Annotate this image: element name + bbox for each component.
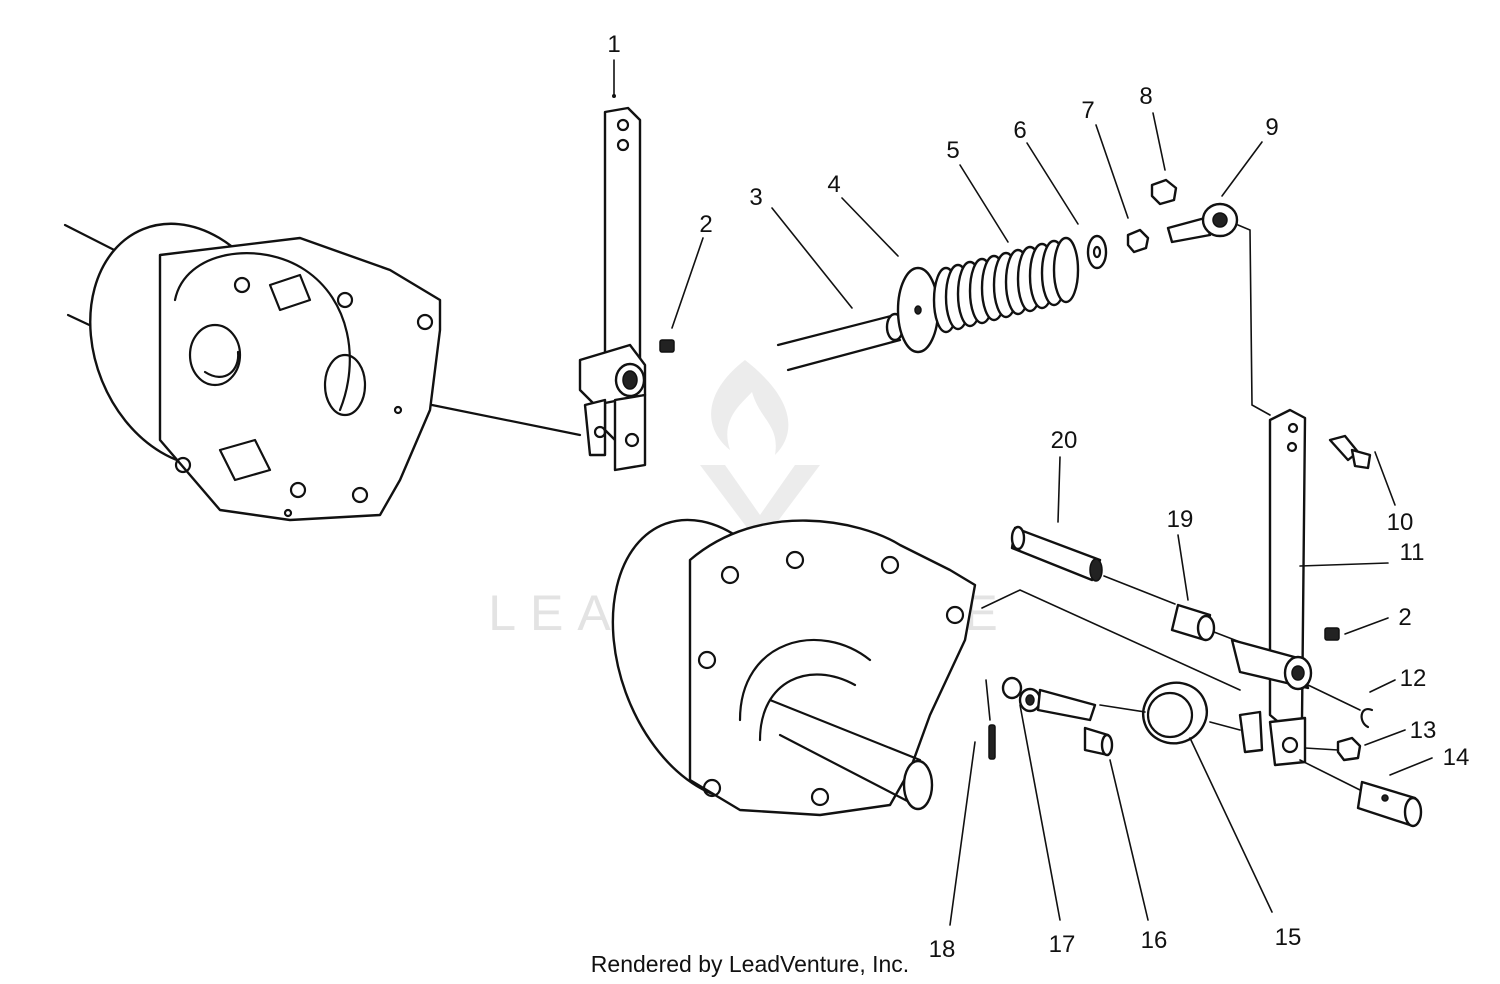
- callout-13: 13: [1410, 717, 1437, 744]
- spring-part-5: [932, 236, 1080, 334]
- pin-part-16: [1083, 726, 1114, 757]
- callout-10: 10: [1387, 509, 1414, 536]
- credit-line: Rendered by LeadVenture, Inc.: [591, 951, 909, 977]
- callout-15: 15: [1275, 924, 1302, 951]
- callout-14: 14: [1443, 744, 1470, 771]
- upper-housing: [63, 222, 582, 522]
- lever-arm-part-1: [578, 106, 647, 472]
- callout-4: 4: [827, 171, 840, 198]
- nut-part-8: [1150, 178, 1178, 206]
- callout-5: 5: [946, 137, 959, 164]
- callout-20: 20: [1051, 427, 1078, 454]
- rod-end-part-9: [1166, 202, 1271, 416]
- flame-logo-icon: [700, 360, 820, 545]
- callout-16: 16: [1141, 927, 1168, 954]
- clevis-part-17: [1001, 676, 1097, 722]
- rod-part-3: [776, 312, 905, 372]
- callout-2-lower: 2: [1398, 604, 1411, 631]
- bushing-part-19: [1170, 603, 1241, 643]
- callout-12: 12: [1400, 665, 1427, 692]
- leader-lines: [612, 59, 1433, 926]
- callout-8: 8: [1139, 83, 1152, 110]
- callout-3: 3: [749, 184, 762, 211]
- nut-part-7: [1126, 228, 1150, 254]
- pivot-tube: [1230, 638, 1361, 711]
- callout-9: 9: [1265, 114, 1278, 141]
- callout-2-upper: 2: [699, 211, 712, 238]
- callout-labels: 1 2 3 4 5 6 7 8 9 10 11 2 12 13 14 15 16…: [607, 31, 1469, 963]
- callout-7: 7: [1081, 97, 1094, 124]
- callout-17: 17: [1049, 931, 1076, 958]
- e-clip-part-12: [1360, 708, 1374, 729]
- lower-housing: [611, 518, 1241, 817]
- cup-part-15: [1099, 681, 1241, 745]
- callout-19: 19: [1167, 506, 1194, 533]
- set-screw-part-2-lower: [1324, 627, 1340, 641]
- lever-arm-part-11: [1238, 408, 1307, 767]
- callout-1: 1: [607, 31, 620, 58]
- washer-part-6: [1086, 234, 1108, 270]
- callout-11: 11: [1400, 539, 1425, 566]
- sleeve-part-14: [1299, 759, 1423, 828]
- pin-part-20: [1010, 525, 1176, 605]
- nut-part-13: [1304, 736, 1362, 762]
- callout-18: 18: [929, 936, 956, 963]
- washer-part-4: [896, 266, 940, 354]
- callout-6: 6: [1013, 117, 1026, 144]
- set-screw-part-2: [659, 339, 675, 353]
- cotter-pin-part-18: [985, 679, 996, 760]
- bolt-part-10: [1328, 434, 1372, 470]
